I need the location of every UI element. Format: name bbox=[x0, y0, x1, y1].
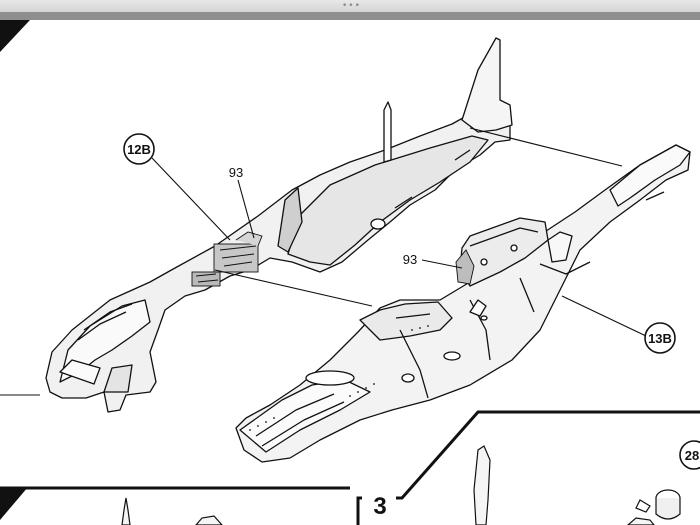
step-3-number: 3 bbox=[373, 493, 386, 520]
callout-28-label: 28 bbox=[685, 448, 699, 463]
toolbar-shadow bbox=[0, 12, 700, 20]
callout-13b: 13B bbox=[644, 322, 676, 354]
next-step-parts bbox=[121, 445, 681, 525]
rivet-detail bbox=[249, 325, 429, 431]
callout-12b-ring bbox=[123, 133, 155, 165]
fuselage-right-half bbox=[235, 144, 691, 463]
callout-13b-ring bbox=[644, 322, 676, 354]
callout-28: 28 bbox=[679, 440, 700, 470]
callout-12b: 12B bbox=[123, 133, 155, 165]
left-cockpit-detail bbox=[191, 231, 263, 287]
alignment-lines bbox=[0, 127, 647, 396]
callout-28-ring bbox=[679, 440, 700, 470]
step-corner-marker-lower bbox=[0, 487, 28, 520]
callout-13b-label: 13B bbox=[648, 331, 672, 346]
callout-93-left-label: 93 bbox=[229, 165, 243, 180]
fuselage-left-half bbox=[45, 37, 513, 413]
viewer-toolbar: ••• bbox=[0, 0, 700, 20]
step-panel-borders bbox=[0, 410, 700, 525]
drag-handle-icon[interactable]: ••• bbox=[342, 1, 361, 11]
right-glue-area bbox=[455, 249, 475, 285]
step-3-badge: 3 bbox=[362, 490, 396, 525]
step-corner-marker bbox=[0, 20, 30, 52]
callout-93-right-label: 93 bbox=[403, 252, 417, 267]
callout-12b-label: 12B bbox=[127, 142, 151, 157]
